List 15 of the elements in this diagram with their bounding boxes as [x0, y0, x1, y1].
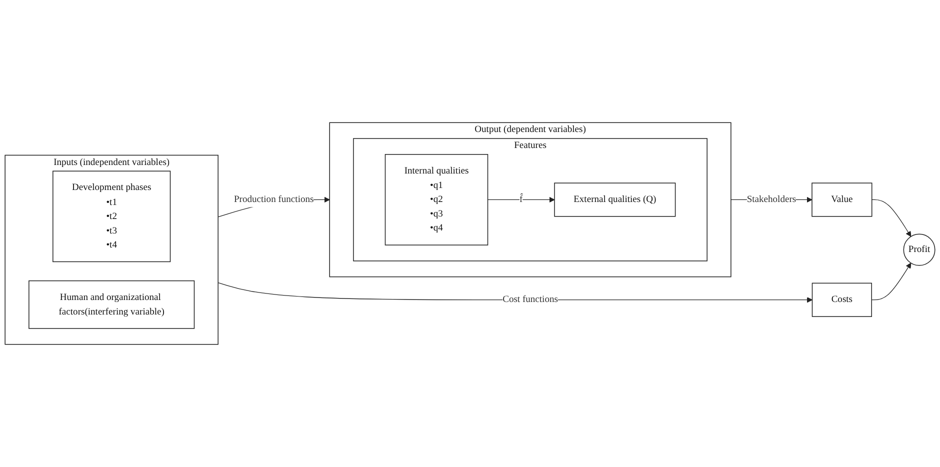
node-box: Development phases •t1 •t2 •t3 •t4	[52, 170, 171, 262]
node-box: Value	[812, 182, 872, 217]
arrow	[218, 282, 812, 303]
edge-label: Cost functions	[502, 294, 558, 305]
node-circle: Profit	[903, 234, 936, 266]
edge-label: Stakeholders	[746, 194, 796, 205]
node-box: Costs	[812, 282, 872, 317]
arrow	[872, 199, 912, 237]
arrow	[487, 196, 555, 203]
node-box: Internal qualities •q1 •q2 •q3 •q4	[384, 154, 488, 246]
node-box: Human and organizational factors(interfering variable)	[28, 280, 195, 329]
edge-label: f̂	[520, 194, 523, 205]
node-box: External qualities (Q)	[554, 182, 676, 217]
edge-label: Production functions	[234, 194, 314, 205]
arrow	[871, 262, 912, 300]
